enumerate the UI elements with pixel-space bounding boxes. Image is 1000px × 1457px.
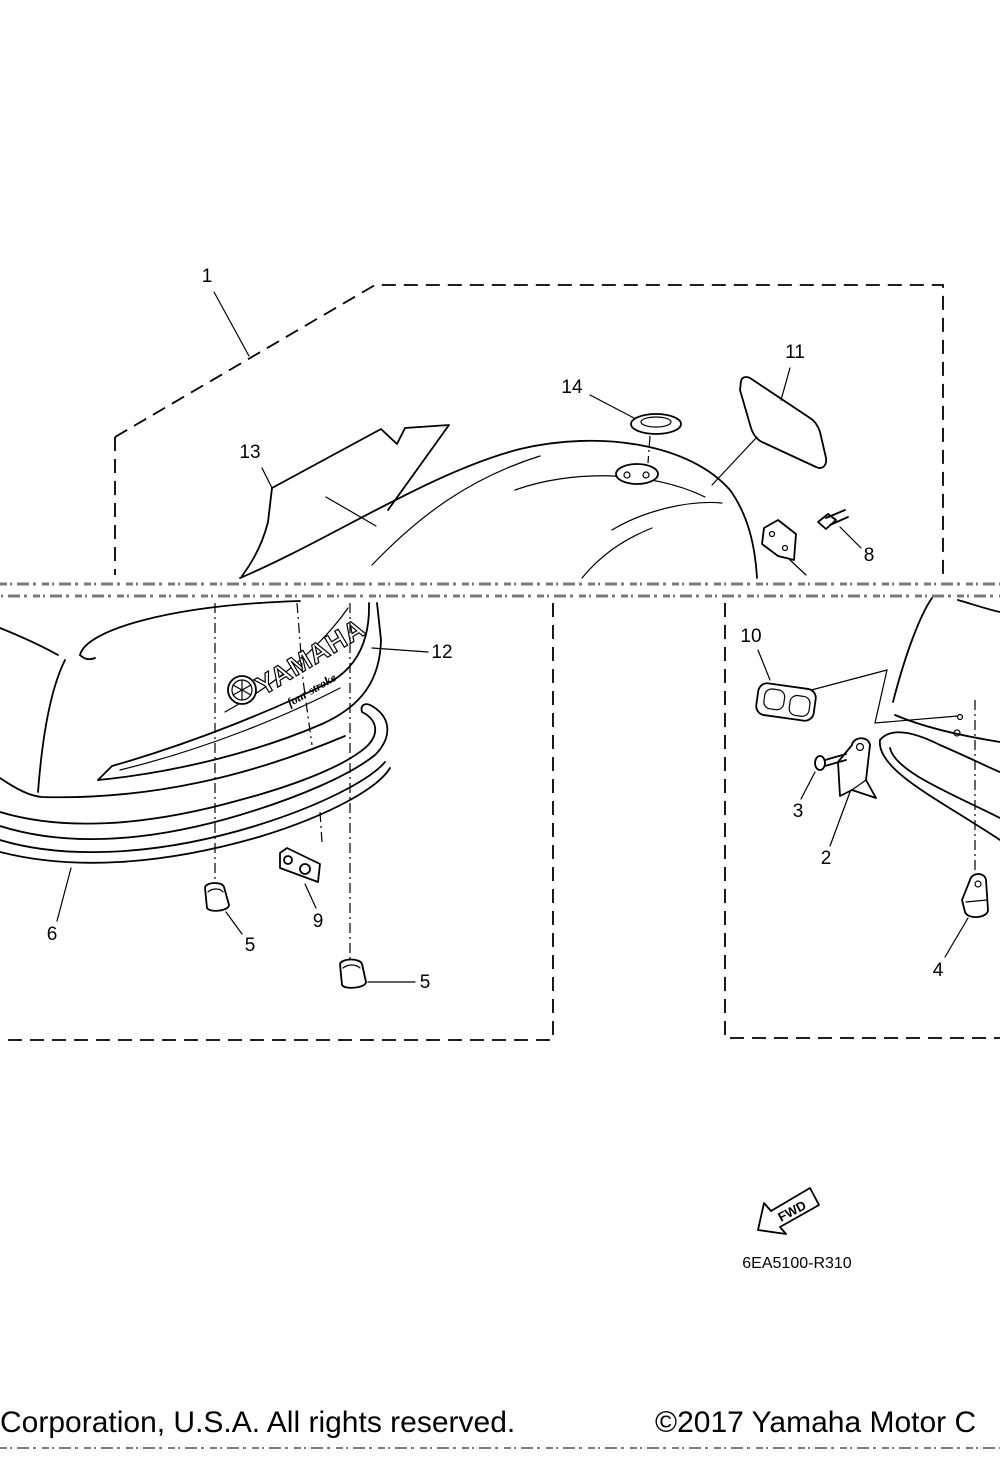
bracket-2 (837, 737, 877, 799)
callout-label: 13 (239, 442, 260, 463)
side-decal-13 (241, 424, 450, 577)
badge-10 (755, 682, 817, 722)
top-cowling-rear (799, 597, 1000, 743)
leader-lines (56, 291, 969, 983)
top-cowling-upper (239, 439, 758, 579)
screw-3 (814, 753, 847, 771)
callout-labels: 1 14 11 13 8 12 10 3 2 6 9 5 5 4 (47, 266, 944, 993)
callout-label: 9 (313, 911, 324, 932)
callout-label: 2 (821, 848, 832, 869)
bracket-bolt-8 (761, 509, 849, 561)
rubber-seal-rear (879, 731, 1000, 841)
copyright-left: Corporation, U.S.A. All rights reserved. (0, 1406, 515, 1439)
clip-4 (961, 873, 989, 918)
callout-label: 14 (561, 377, 583, 398)
rubber-seal-6 (0, 703, 391, 864)
forward-arrow-icon: FWD (757, 1187, 820, 1235)
callout-label: 10 (740, 626, 761, 647)
callout-label: 3 (793, 801, 804, 822)
clip-5-left (204, 882, 230, 912)
top-decal-11 (739, 376, 828, 469)
callout-label: 12 (431, 642, 452, 663)
grommet-14 (615, 413, 682, 485)
callout-label: 6 (47, 924, 58, 945)
clip-5-bottom (339, 958, 367, 989)
callout-label: 1 (202, 266, 213, 287)
callout-label: 8 (864, 545, 875, 566)
scan-artifact-band (0, 582, 1000, 1449)
callout-label: 4 (933, 960, 944, 981)
copyright-right: ©2017 Yamaha Motor C (655, 1406, 976, 1439)
guide-lines (214, 602, 976, 960)
assembly-boundary (0, 284, 1000, 1041)
callout-label: 11 (785, 342, 805, 363)
callout-label: 5 (245, 935, 256, 956)
yamaha-logo-icon (227, 675, 257, 705)
front-decal-12: YAMAHA four stroke (97, 602, 382, 781)
callout-label: 5 (420, 972, 431, 993)
plate-nut-9 (279, 847, 321, 883)
figure-code: 6EA5100-R310 (742, 1255, 852, 1272)
top-cowling-front (0, 600, 346, 799)
